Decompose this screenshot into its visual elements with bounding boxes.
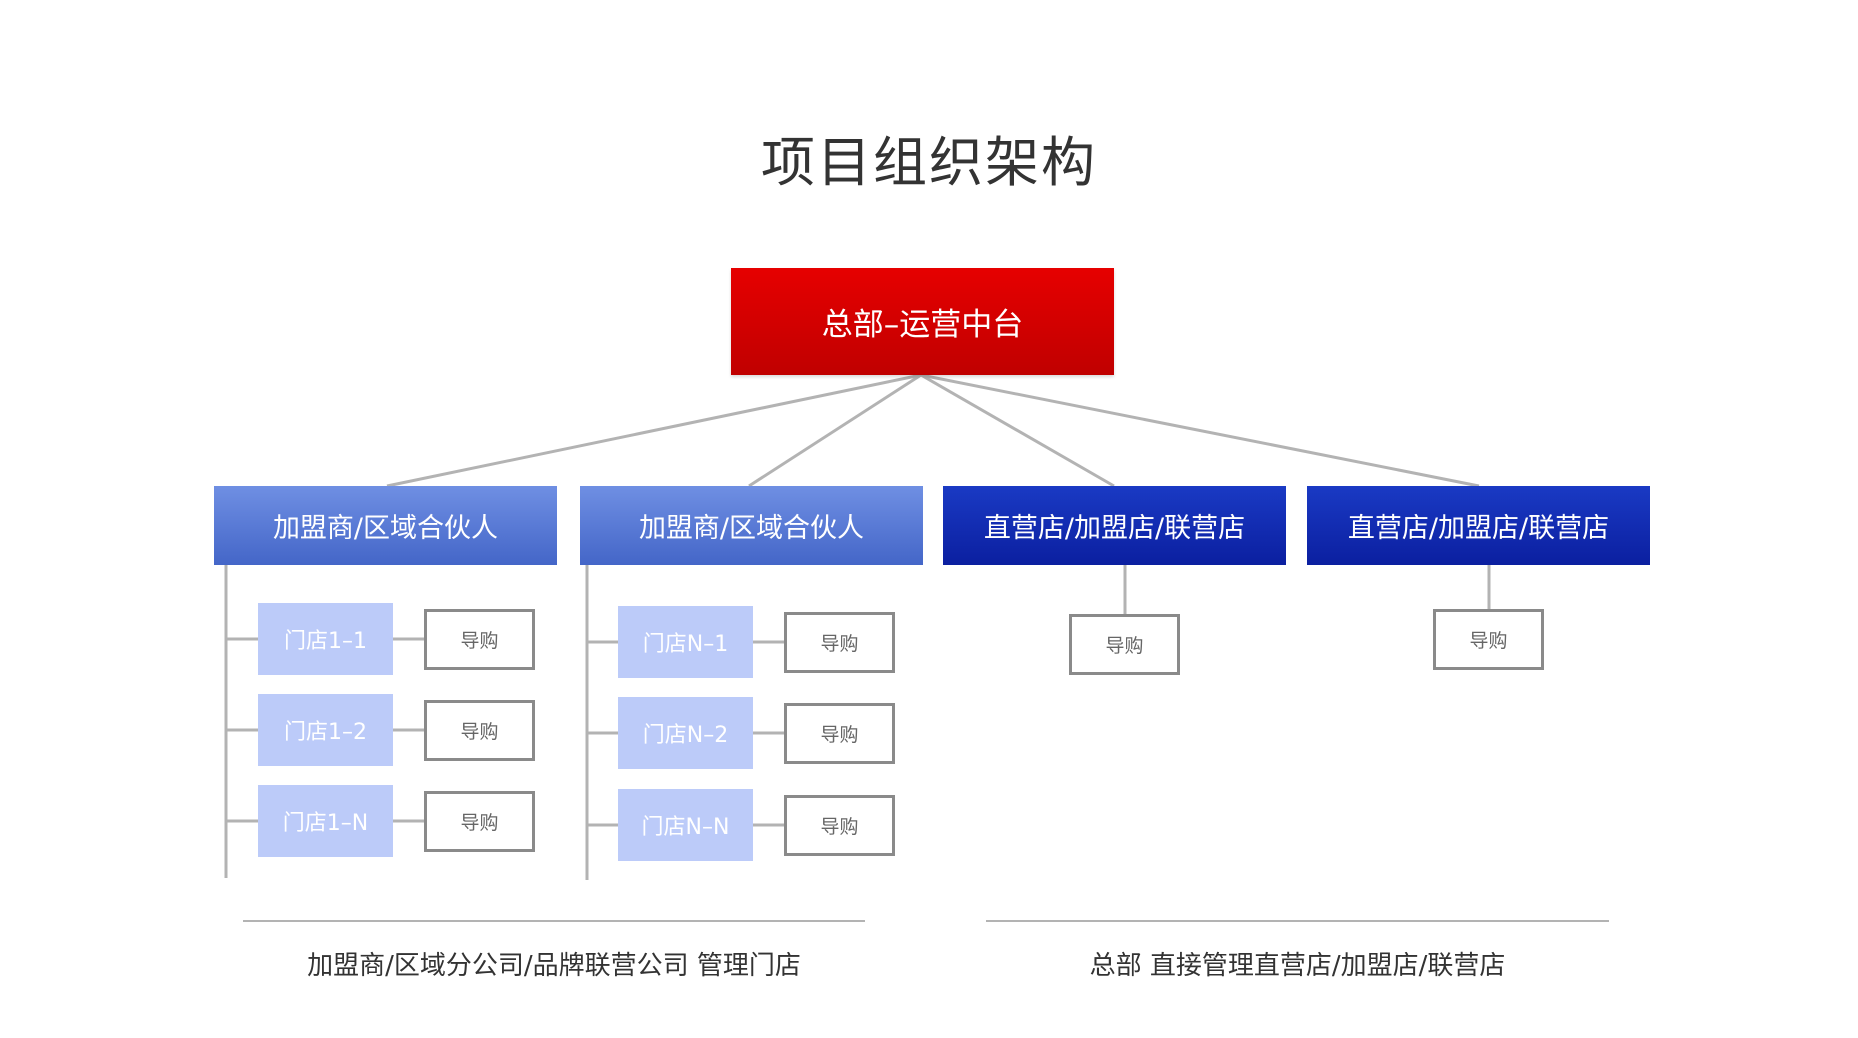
guide-node-2-3: 导购	[784, 795, 895, 856]
connector-hq-branch-1	[386, 373, 922, 488]
guide-node-2-1: 导购	[784, 612, 895, 673]
branch-node-3: 直营店/加盟店/联营店	[943, 486, 1286, 565]
branch-node-1: 加盟商/区域合伙人	[214, 486, 557, 565]
store-node-1-2: 门店1–2	[258, 694, 393, 766]
guide-node-1-1: 导购	[424, 609, 535, 670]
caption-right: 总部 直接管理直营店/加盟店/联营店	[1089, 951, 1506, 981]
guide-node-1-2: 导购	[424, 700, 535, 761]
store-node-2-2: 门店N–2	[618, 697, 753, 769]
guide-node-4: 导购	[1433, 609, 1544, 670]
branch-node-2: 加盟商/区域合伙人	[580, 486, 923, 565]
branch-node-4: 直营店/加盟店/联营店	[1307, 486, 1650, 565]
store-node-1-3: 门店1–N	[258, 785, 393, 857]
connector-hq-branch-4	[920, 373, 1480, 488]
page-title: 项目组织架构	[761, 131, 1097, 194]
connector-hq-branch-2	[748, 373, 922, 488]
caption-left: 加盟商/区域分公司/品牌联营公司 管理门店	[307, 951, 801, 981]
store-node-1-1: 门店1–1	[258, 603, 393, 675]
connector-hq-branch-3	[920, 373, 1115, 488]
headquarters-node: 总部–运营中台	[731, 268, 1114, 375]
store-node-2-3: 门店N–N	[618, 789, 753, 861]
guide-node-1-3: 导购	[424, 791, 535, 852]
guide-node-3: 导购	[1069, 614, 1180, 675]
guide-node-2-2: 导购	[784, 703, 895, 764]
store-node-2-1: 门店N–1	[618, 606, 753, 678]
